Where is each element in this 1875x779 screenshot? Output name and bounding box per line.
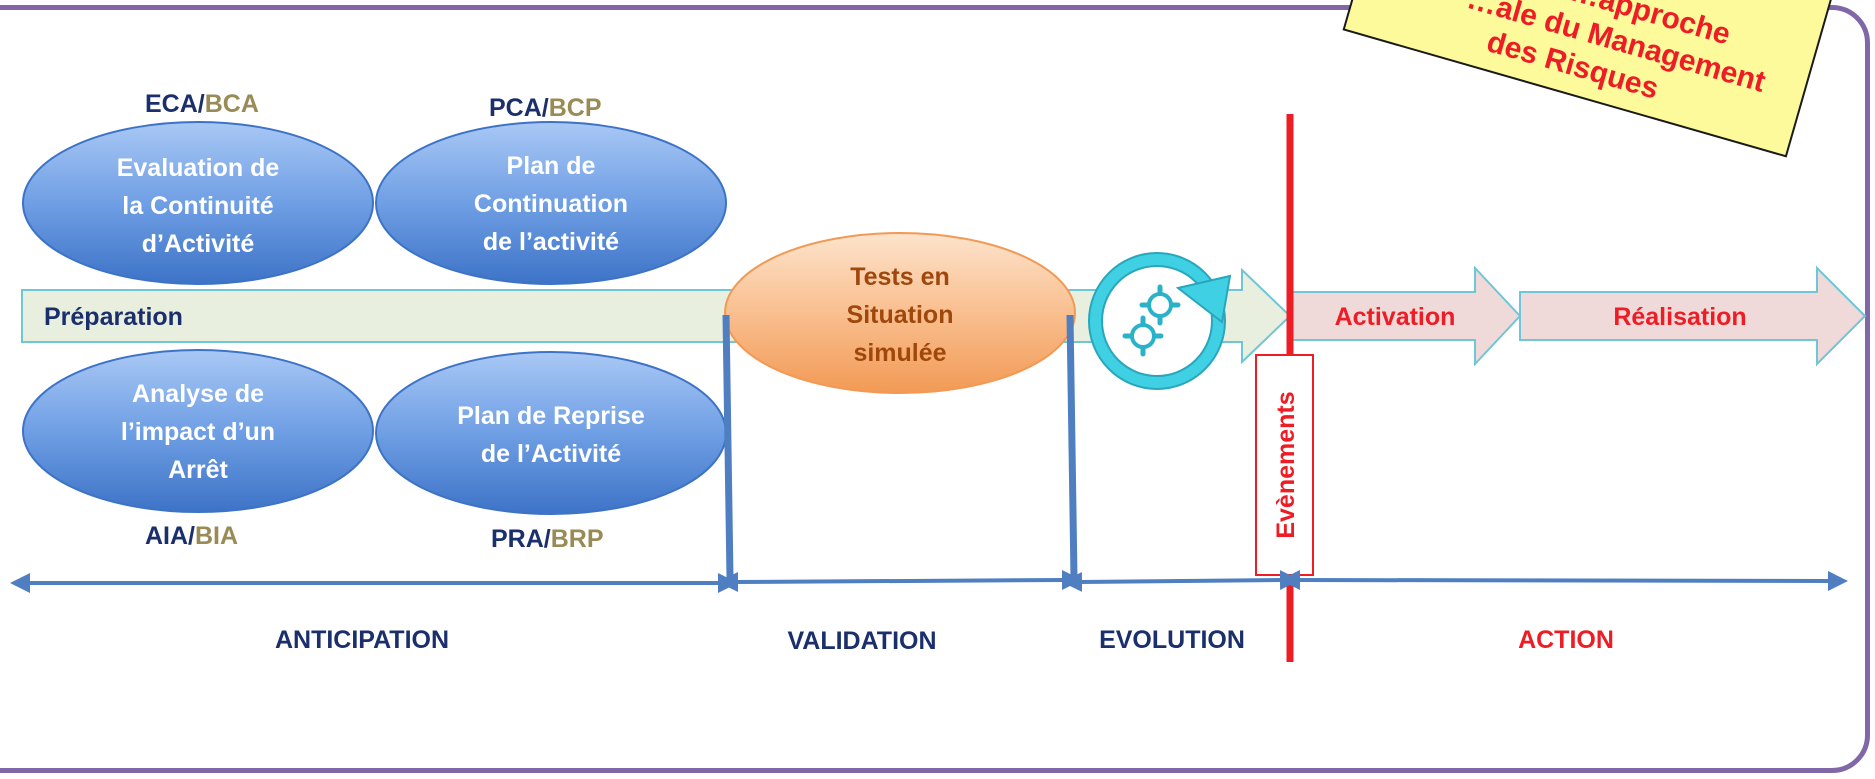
realisation-arrow: Réalisation (1519, 265, 1867, 367)
ellipse-analyse-impact: Analyse de l’impact d’un Arrêt (22, 349, 374, 513)
span-evolution (1062, 570, 1300, 592)
svg-text:la Continuité: la Continuité (122, 192, 273, 220)
svg-text:de l’Activité: de l’Activité (481, 440, 621, 468)
svg-text:l’impact d’un: l’impact d’un (121, 418, 275, 446)
svg-text:Plan de: Plan de (507, 152, 596, 180)
risk-management-note: …approche …ale du Management des Risques (1342, 0, 1836, 158)
pca-bcp-label: PCA/BCP (489, 94, 602, 122)
realisation-label: Réalisation (1613, 303, 1746, 331)
activation-label: Activation (1335, 303, 1456, 331)
span-validation (718, 570, 1082, 592)
svg-text:Arrêt: Arrêt (168, 456, 228, 484)
svg-text:Situation: Situation (847, 301, 954, 329)
gears-cycle-icon (1088, 252, 1232, 390)
ellipse-plan-reprise: Plan de Reprise de l’Activité (375, 351, 727, 515)
preparation-label: Préparation (44, 303, 183, 331)
svg-text:Continuation: Continuation (474, 190, 628, 218)
phase-evolution: EVOLUTION (1099, 626, 1245, 654)
phase-divider-2 (1066, 314, 1078, 579)
ellipse-plan-continuation: Plan de Continuation de l’activité (375, 121, 727, 285)
eca-bca-label: ECA/BCA (145, 90, 259, 118)
evenements-box: Evènements (1255, 354, 1314, 576)
ellipse-evaluation: Evaluation de la Continuité d’Activité (22, 121, 374, 285)
phase-action: ACTION (1518, 626, 1614, 654)
evenements-label: Evènements (1272, 391, 1300, 538)
svg-text:Tests en: Tests en (850, 263, 950, 291)
pra-brp-label: PRA/BRP (491, 525, 604, 553)
svg-text:Analyse de: Analyse de (132, 380, 264, 408)
ellipse-tests-simulation: Tests en Situation simulée (724, 232, 1076, 394)
svg-text:simulée: simulée (853, 339, 946, 367)
svg-text:Plan de Reprise: Plan de Reprise (457, 402, 645, 430)
span-action (1280, 570, 1848, 591)
svg-text:Evaluation de: Evaluation de (117, 154, 280, 182)
svg-text:de l’activité: de l’activité (483, 228, 619, 256)
phase-divider-1 (722, 314, 734, 579)
activation-arrow: Activation (1291, 265, 1522, 367)
aia-bia-label: AIA/BIA (145, 522, 238, 550)
phase-anticipation: ANTICIPATION (275, 626, 449, 654)
phase-validation: VALIDATION (787, 627, 936, 655)
svg-text:d’Activité: d’Activité (142, 230, 255, 258)
